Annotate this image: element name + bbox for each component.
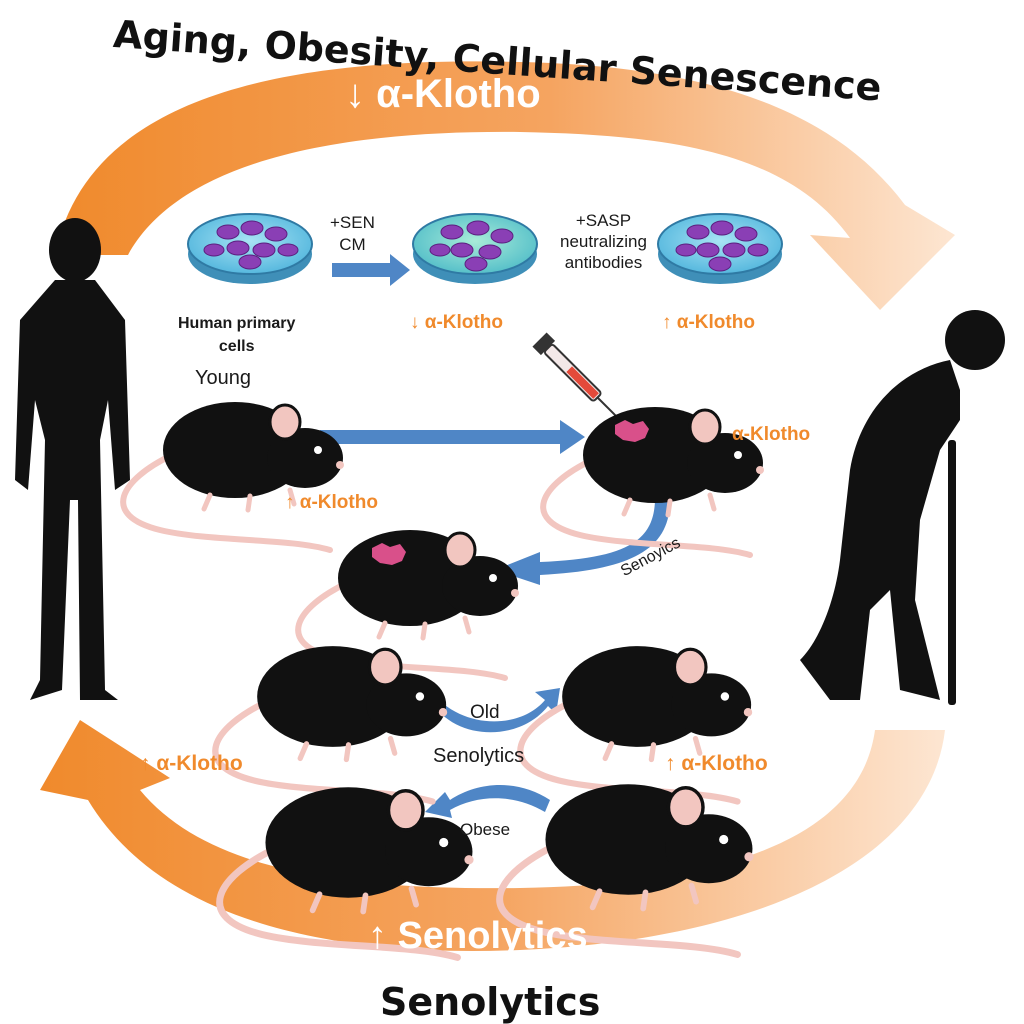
- bottom-cycle-arrow: [40, 720, 945, 952]
- petri-dish-3: [657, 213, 783, 284]
- blue-arrows: [320, 254, 671, 818]
- dish2-klotho: ↓ α-Klotho: [410, 312, 503, 333]
- mouse-young: [123, 402, 344, 550]
- step2-label: +SASP neutralizing antibodies: [560, 211, 647, 272]
- cells-label: Human primary cells: [178, 315, 296, 355]
- arrow-senolytics-curve: [495, 495, 671, 585]
- old-human-silhouette: [800, 310, 1005, 705]
- mouse-injected: [543, 407, 764, 555]
- senolytics-label: Senolytics: [433, 745, 525, 767]
- petri-dish-1: [187, 213, 313, 284]
- young-label: Young: [195, 367, 251, 389]
- petri-dish-2: [412, 213, 538, 284]
- dish3-klotho: ↑ α-Klotho: [662, 312, 755, 333]
- old-label: Old: [470, 702, 500, 723]
- mouse-senescent: [298, 530, 519, 678]
- injected-klotho: α-Klotho: [732, 424, 811, 445]
- top-cycle-arrow: [55, 61, 955, 310]
- young-klotho: ↑ α-Klotho: [285, 492, 378, 513]
- young-human-silhouette: [15, 218, 130, 700]
- arrow-obese: [425, 785, 550, 818]
- arrow-sen-cm: [332, 254, 410, 286]
- step1-label: +SEN CM: [330, 213, 375, 254]
- arrow-old-senolytics: [430, 688, 560, 733]
- banner-bottom-label: ↑ Senolytics: [368, 915, 588, 957]
- obese-label: Obese: [460, 820, 511, 839]
- old-klotho: ↑ α-Klotho: [665, 752, 768, 775]
- syringe-icon: [532, 332, 620, 420]
- mouse-old-right: [520, 646, 752, 801]
- arrow-young-to-injected: [320, 420, 585, 454]
- diagram-title-bottom: Senolytics: [380, 980, 601, 1024]
- banner-top-label: ↓ α-Klotho: [345, 72, 541, 116]
- left-klotho: ↑ α-Klotho: [140, 752, 243, 775]
